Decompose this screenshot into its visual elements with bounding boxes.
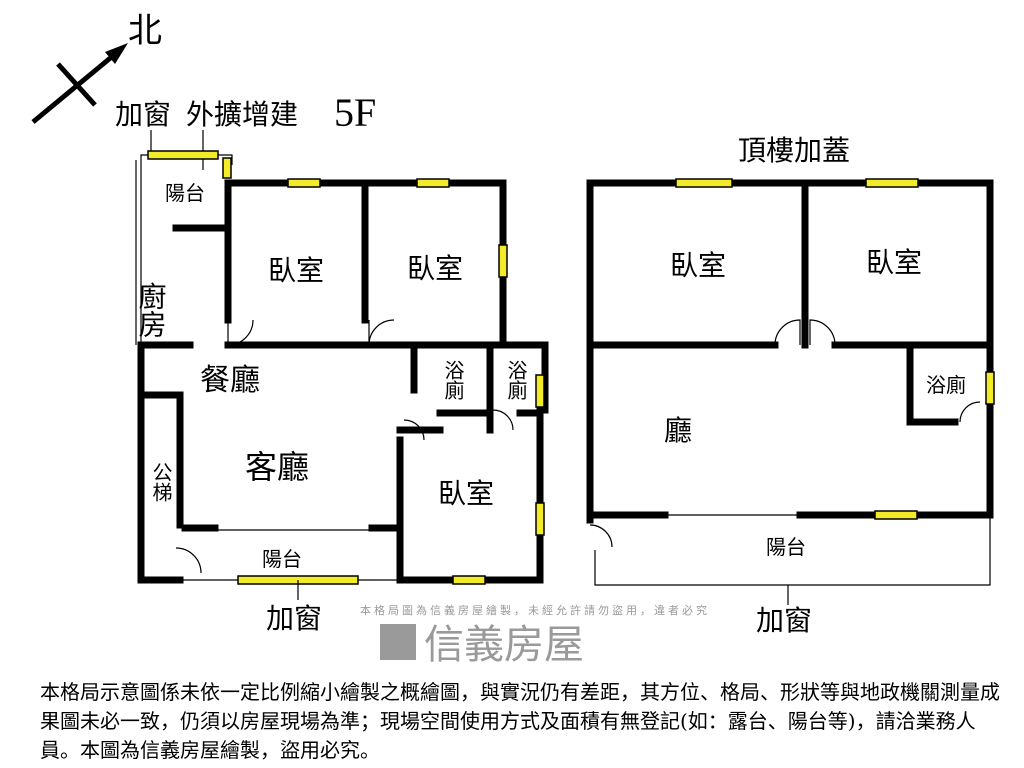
disclaimer-text: 本格局示意圖係未依一定比例縮小繪製之概繪圖，與實況仍有差距，其方位、格局、形狀等… [40, 680, 1000, 762]
north-compass-icon [31, 43, 128, 124]
windows-rooftop [675, 178, 995, 520]
walls-5f [135, 154, 549, 584]
room-stairs: 公梯 [149, 462, 172, 502]
floor-title-rooftop: 頂樓加蓋 [738, 135, 850, 167]
annotation-window-top: 加窗 [115, 99, 171, 131]
room-bath-1: 浴廁 [441, 360, 464, 401]
rooftop-bath: 浴廁 [926, 374, 966, 397]
room-balcony-top: 陽台 [165, 182, 205, 205]
floor-title-5f: 5F [334, 90, 376, 135]
annotation-window-bottom-rooftop: 加窗 [756, 605, 812, 637]
room-bath-2: 浴廁 [504, 360, 527, 401]
room-living: 客廳 [245, 449, 309, 485]
annotation-window-bottom-5f: 加窗 [266, 603, 322, 635]
room-kitchen: 廚房 [135, 282, 167, 338]
rooftop-bedroom-2: 臥室 [866, 247, 922, 279]
room-bedroom-2: 臥室 [407, 253, 463, 285]
annotation-extension: 外擴增建 [186, 99, 298, 131]
room-dining: 餐廳 [200, 364, 260, 397]
compass-label: 北 [128, 13, 162, 50]
watermark-brand: 信義房屋 [424, 622, 584, 668]
walls-rooftop [586, 179, 994, 586]
room-bedroom-3: 臥室 [438, 478, 494, 510]
watermark-logo [380, 624, 416, 660]
doors-5f [175, 319, 514, 574]
room-balcony-bottom: 陽台 [262, 548, 302, 571]
watermark-notice: 本格局圖為信義房屋繪製，未經允許請勿盜用，違者必究 [360, 603, 710, 617]
watermark: 本格局圖為信義房屋繪製，未經允許請勿盜用，違者必究 信義房屋 [360, 603, 710, 668]
rooftop-balcony: 陽台 [766, 536, 806, 559]
room-bedroom-1: 臥室 [268, 255, 324, 287]
rooftop-hall: 廳 [664, 415, 692, 447]
doors-rooftop [589, 319, 981, 548]
rooftop-bedroom-1: 臥室 [670, 250, 726, 282]
